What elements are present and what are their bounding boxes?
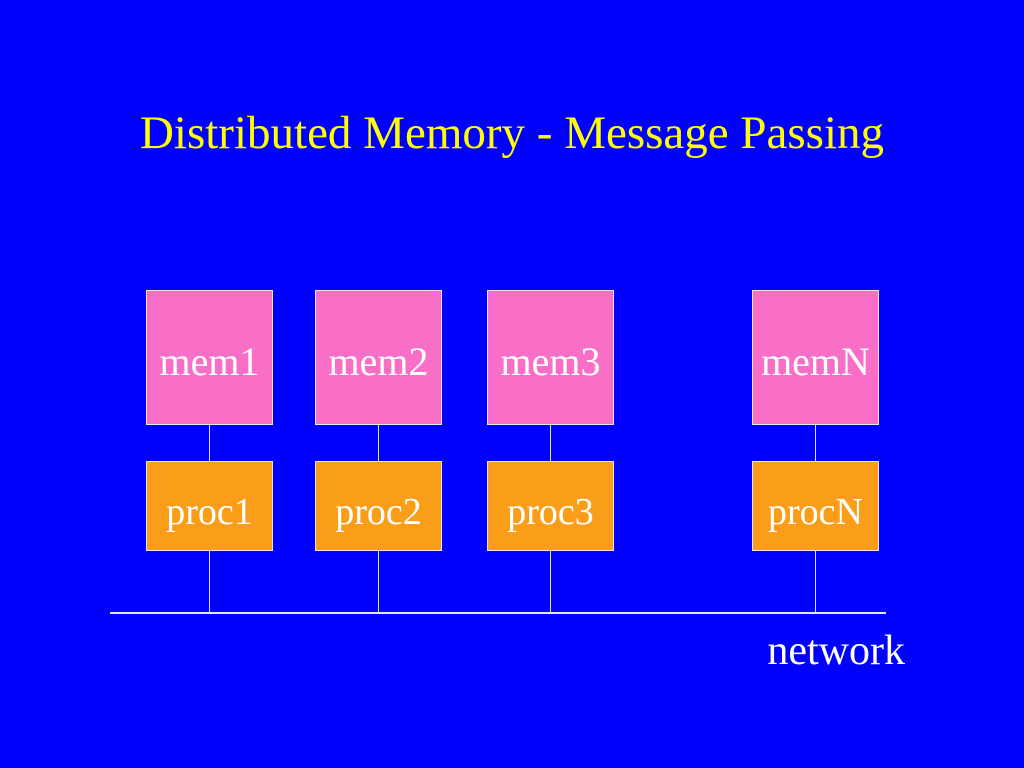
proc-box-n: procN — [752, 461, 879, 551]
mem-proc-connector-3 — [549, 425, 551, 461]
proc-network-connector-n — [814, 551, 816, 613]
proc-network-connector-2 — [377, 551, 379, 613]
proc-box-3: proc3 — [487, 461, 614, 551]
node-column-n: memN procN — [752, 290, 879, 613]
network-label: network — [767, 628, 905, 674]
mem-box-1: mem1 — [146, 290, 273, 425]
mem-box-n: memN — [752, 290, 879, 425]
slide-title: Distributed Memory - Message Passing — [139, 107, 885, 159]
node-column-2: mem2 proc2 — [315, 290, 442, 613]
mem-box-2: mem2 — [315, 290, 442, 425]
node-column-3: mem3 proc3 — [487, 290, 614, 613]
node-column-1: mem1 proc1 — [146, 290, 273, 613]
proc-box-2: proc2 — [315, 461, 442, 551]
mem-proc-connector-n — [814, 425, 816, 461]
network-bus-line — [110, 612, 886, 614]
proc-box-1: proc1 — [146, 461, 273, 551]
proc-network-connector-1 — [208, 551, 210, 613]
mem-proc-connector-2 — [377, 425, 379, 461]
mem-box-3: mem3 — [487, 290, 614, 425]
mem-proc-connector-1 — [208, 425, 210, 461]
proc-network-connector-3 — [549, 551, 551, 613]
